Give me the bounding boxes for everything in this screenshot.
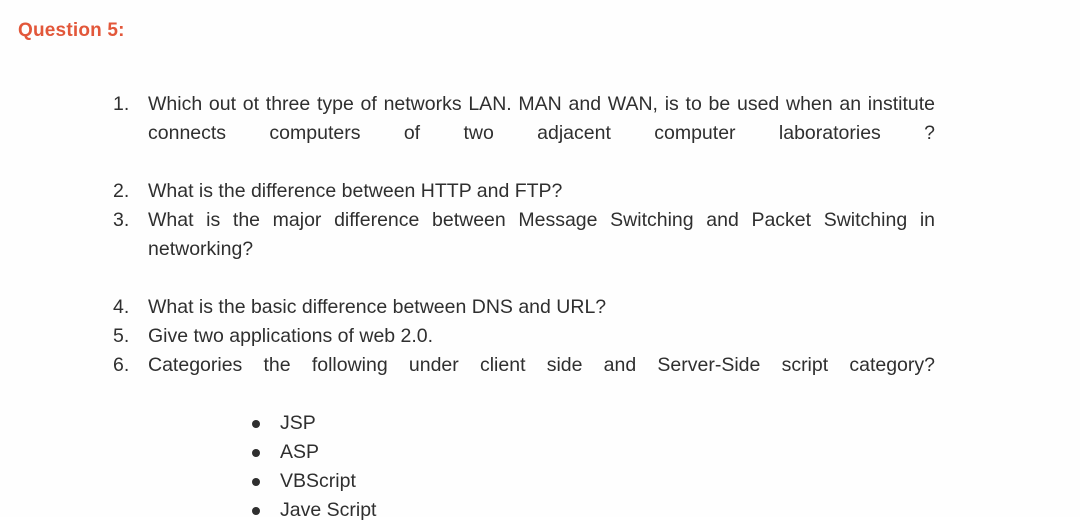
list-item: Jave Script [252,496,1039,525]
list-item-label: ASP [280,441,320,463]
bullet-point-icon [252,449,260,457]
question-number: 5. [113,325,130,347]
question-item-6: 6. Categories the following under client… [113,351,935,525]
question-list: 1. Which out ot three type of networks L… [113,90,935,525]
question-number: 6. [113,354,130,376]
question-text: Categories the following under client si… [148,354,935,376]
question-text: What is the basic difference between DNS… [148,296,607,318]
question-text: Which out ot three type of networks LAN.… [148,93,935,144]
question-number: 2. [113,180,130,202]
question-text: Give two applications of web 2.0. [148,325,434,347]
question-text: What is the major difference between Mes… [148,209,935,260]
question-item-1: 1. Which out ot three type of networks L… [113,90,935,177]
list-item-label: Jave Script [280,499,377,521]
question-number: 1. [113,93,130,115]
list-item-label: JSP [280,412,316,434]
list-item: JSP [252,409,1039,438]
list-item: ASP [252,438,1039,467]
question-item-4: 4. What is the basic difference between … [113,293,935,322]
bullet-point-icon [252,507,260,515]
question-item-2: 2. What is the difference between HTTP a… [113,177,935,206]
list-item: VBScript [252,467,1039,496]
question-text: What is the difference between HTTP and … [148,180,563,202]
bullet-point-icon [252,478,260,486]
question-item-3: 3. What is the major difference between … [113,206,935,293]
question-item-5: 5. Give two applications of web 2.0. [113,322,935,351]
question-number: 3. [113,209,130,231]
list-item-label: VBScript [280,470,356,492]
script-category-list: JSP ASP VBScript Jave Script [252,409,1039,525]
question-number: 4. [113,296,130,318]
bullet-point-icon [252,420,260,428]
page-title: Question 5: [18,20,125,41]
